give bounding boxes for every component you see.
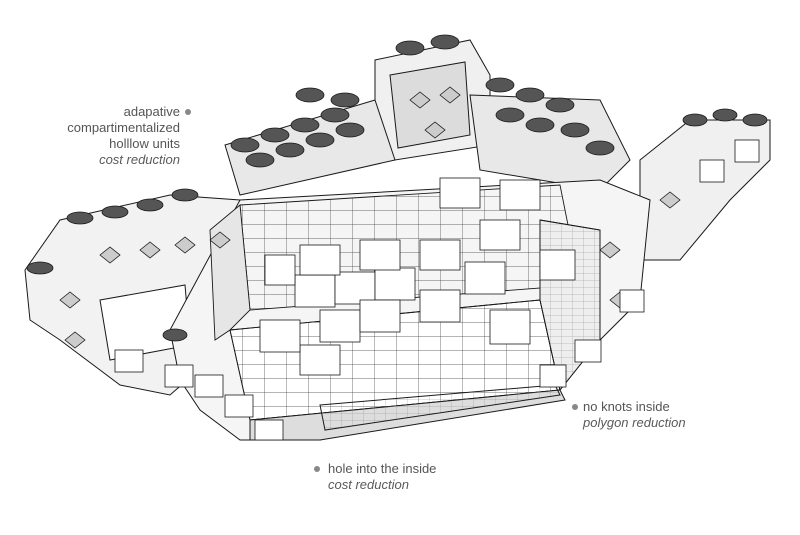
annotation-subtitle: polygon reduction: [583, 415, 686, 430]
studs: [26, 34, 768, 342]
annotation-hollow-units: adapative compartimentalized holllow uni…: [67, 104, 180, 168]
rim-blocks: [114, 139, 760, 441]
annotation-subtitle: cost reduction: [328, 477, 409, 492]
annotation-dot-no-knots: [572, 404, 578, 410]
annotation-dot-hollow-units: [185, 109, 191, 115]
annotation-line: adapative: [123, 104, 180, 119]
annotation-line: holllow units: [109, 136, 180, 151]
front-rim: [249, 384, 566, 441]
annotation-line: no knots inside: [583, 399, 670, 414]
annotation-subtitle: cost reduction: [99, 152, 180, 167]
annotation-hole-inside: hole into the inside cost reduction: [328, 461, 436, 493]
annotation-line: compartimentalized: [67, 120, 180, 135]
annotation-dot-hole-inside: [314, 466, 320, 472]
interior-cubes: [259, 177, 576, 376]
annotation-line: hole into the inside: [328, 461, 437, 476]
annotation-no-knots: no knots inside polygon reduction: [583, 399, 686, 431]
